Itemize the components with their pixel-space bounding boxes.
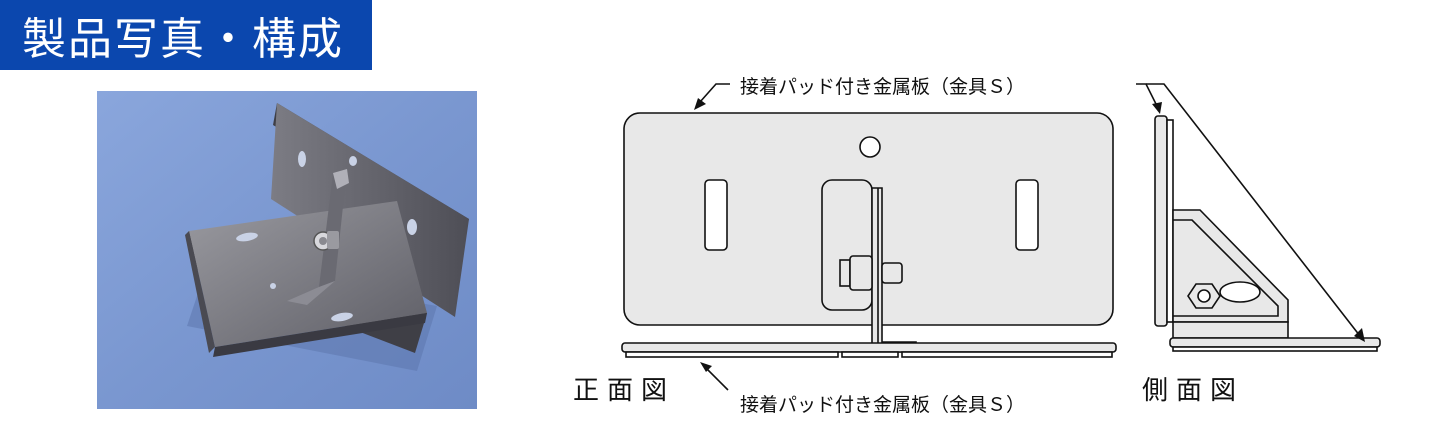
technical-diagram bbox=[621, 83, 1381, 391]
product-photo bbox=[97, 91, 477, 409]
side-view-label: 側面図 bbox=[1142, 376, 1245, 406]
front-view-label: 正面図 bbox=[573, 376, 676, 406]
section-header: 製品写真・構成 bbox=[0, 0, 372, 70]
label-top: 接着パッド付き金属板（金具Ｓ） bbox=[740, 76, 1026, 98]
section-title: 製品写真・構成 bbox=[22, 14, 344, 65]
label-bottom: 接着パッド付き金属板（金具Ｓ） bbox=[740, 394, 1026, 416]
